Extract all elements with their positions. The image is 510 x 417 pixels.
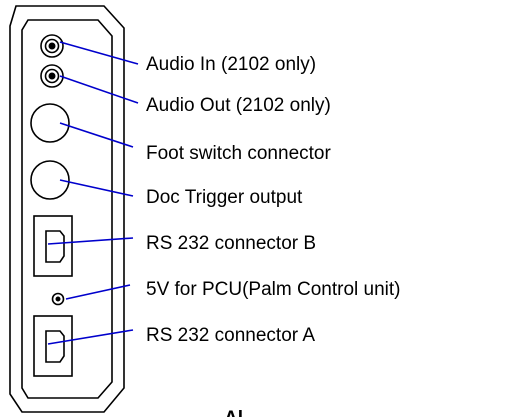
rs232-a-port (33, 315, 73, 377)
panel-outer-frame (9, 5, 125, 413)
leader-line-rs232-a (47, 329, 134, 345)
leader-line-rs232-b (47, 237, 134, 245)
leader-line-pcu (65, 284, 131, 300)
bottom-caption: Al (224, 408, 243, 417)
leader-line-audio-out (59, 75, 139, 104)
leader-line-doc-trigger (59, 179, 134, 197)
panel-body (9, 5, 125, 413)
label-foot-switch: Foot switch connector (146, 143, 331, 164)
foot-switch-port (30, 103, 70, 143)
label-rs232-b: RS 232 connector B (146, 233, 316, 254)
panel-inner-frame (21, 19, 113, 399)
label-audio-out: Audio Out (2102 only) (146, 95, 331, 116)
label-audio-in: Audio In (2102 only) (146, 54, 316, 75)
leader-lines (47, 41, 139, 345)
label-pcu-power: 5V for PCU(Palm Control unit) (146, 279, 400, 300)
audio-out-jack (40, 64, 64, 88)
label-rs232-a: RS 232 connector A (146, 325, 315, 346)
leader-line-audio-in (59, 41, 139, 65)
leader-line-foot-switch (59, 122, 134, 148)
label-doc-trigger: Doc Trigger output (146, 187, 303, 208)
rs232-b-port (33, 215, 73, 277)
pcu-power-jack (51, 292, 65, 306)
audio-in-jack (40, 34, 64, 58)
doc-trigger-port (30, 160, 70, 200)
